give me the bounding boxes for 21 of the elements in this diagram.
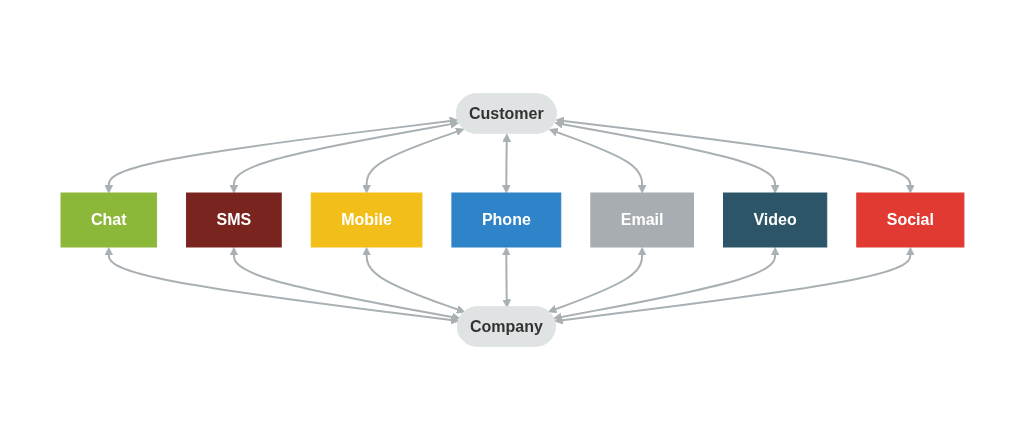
arrow: [103, 116, 458, 194]
arrow: [552, 247, 780, 322]
arrow: [229, 247, 460, 322]
arrow: [229, 119, 459, 194]
arrow: [553, 247, 915, 325]
node-box: Phone: [450, 192, 561, 248]
node-box: SMS: [185, 192, 282, 248]
arrow: [361, 127, 464, 194]
arrow: [555, 116, 915, 194]
arrow: [547, 247, 647, 314]
arrow: [501, 247, 511, 308]
arrow: [554, 119, 780, 194]
node-box: Mobile: [310, 192, 422, 248]
arrow: [103, 247, 459, 325]
node-box: Social: [855, 192, 964, 248]
node-box: Email: [589, 192, 694, 248]
arrow: [501, 133, 511, 194]
arrow: [548, 128, 647, 194]
node-box: Video: [722, 192, 827, 248]
node-box: Chat: [60, 192, 157, 248]
arrow: [361, 247, 465, 314]
